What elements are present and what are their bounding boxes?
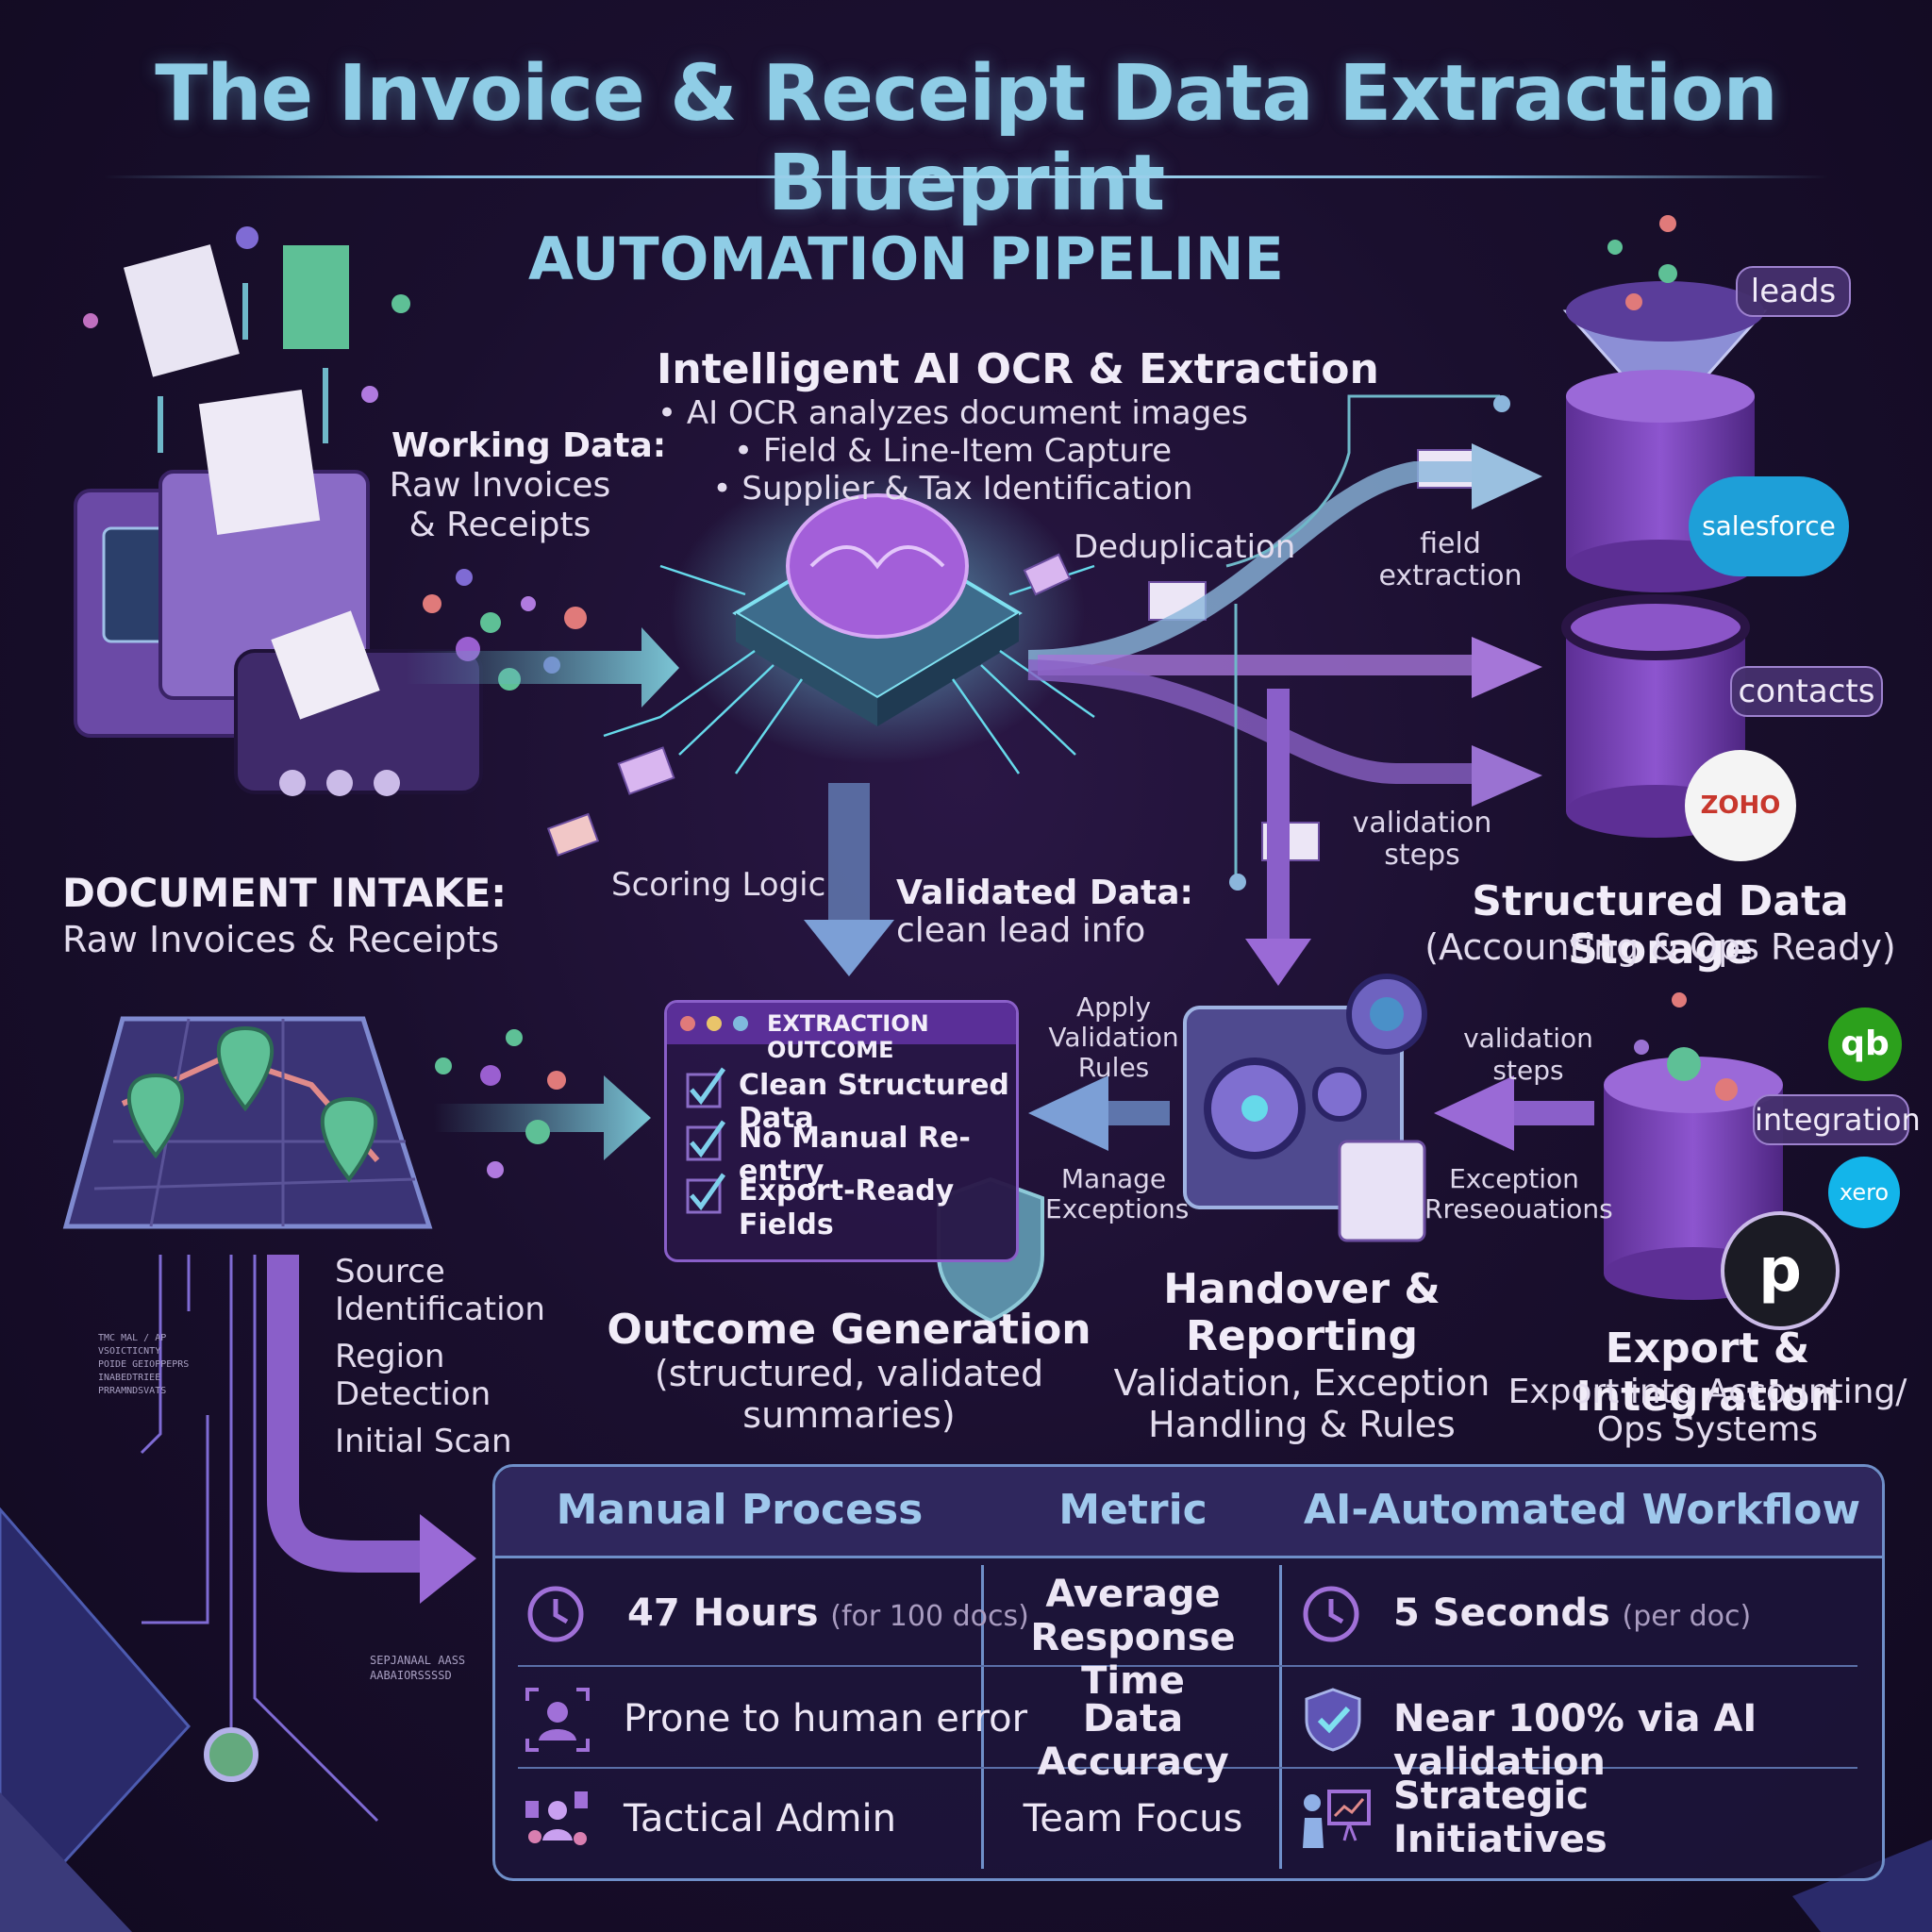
row3-manual: Tactical Admin	[624, 1797, 896, 1840]
manage-exceptions-label: Manage Exceptions	[1045, 1163, 1190, 1224]
outcome-item: Fields	[739, 1208, 834, 1241]
ocr-title: Intelligent AI OCR & Extraction	[657, 345, 1379, 393]
extraction-outcome-panel: EXTRACTION OUTCOME Clean Structured Data…	[664, 1000, 1019, 1262]
branch-arrows	[1027, 394, 1542, 986]
intake-steps: Source Identification Region Detection I…	[335, 1253, 545, 1460]
outcome-title: Outcome Generation	[607, 1306, 1091, 1354]
row1-metric: Average Response Time	[1030, 1573, 1236, 1703]
arrow-to-ocr	[406, 627, 679, 708]
export-validation-label: validation steps	[1463, 1023, 1593, 1086]
quickbooks-logo: qb	[1828, 1008, 1902, 1081]
row-divider	[518, 1665, 1857, 1667]
handover-arrows	[1028, 1075, 1594, 1151]
handover-gears-icon	[1183, 974, 1427, 1242]
arrow-map-to-outcome	[434, 1075, 651, 1160]
integration-tag: integration	[1753, 1094, 1921, 1145]
table-header: Manual Process Metric AI-Automated Workf…	[495, 1467, 1882, 1558]
validation-steps-label: validation steps	[1352, 807, 1492, 872]
outcome-item: Clean Structured Data	[739, 1069, 1009, 1135]
field-extraction-label: field extraction	[1378, 527, 1523, 592]
title-divider	[104, 175, 1828, 178]
zoho-logo: ZOHO	[1685, 750, 1796, 861]
column-divider	[1279, 1565, 1282, 1869]
storage-title: Structured Data Storage	[1472, 877, 1849, 974]
row1-ai: 5 Seconds (per doc)	[1393, 1591, 1752, 1635]
header-ai: AI-Automated Workflow	[1303, 1486, 1861, 1534]
handover-title: Handover & Reporting	[1163, 1265, 1441, 1360]
column-divider	[981, 1565, 984, 1869]
export-title: Export & Integration	[1575, 1324, 1840, 1421]
storage-sub: (Accounting & Ops Ready)	[1424, 926, 1896, 968]
scoring-logic-label: Scoring Logic	[611, 866, 826, 904]
arrow-to-outcome	[804, 783, 894, 976]
row3-metric: Team Focus	[1023, 1797, 1243, 1840]
outcome-item: No Manual Re-entry	[739, 1122, 971, 1188]
outcome-item: Export-Ready	[739, 1174, 955, 1208]
row2-manual: Prone to human error	[624, 1697, 1028, 1740]
shield-check-icon	[1305, 1688, 1361, 1752]
salesforce-logo: salesforce	[1689, 476, 1849, 576]
apply-rules-label: Apply Validation Rules	[1048, 991, 1179, 1083]
validated-data-title: Validated Data:	[896, 874, 1193, 912]
row2-metric: Data Accuracy	[1037, 1697, 1229, 1784]
circuit-lines	[0, 1255, 1932, 1932]
export-sub: Export into Accounting/ Ops Systems	[1507, 1373, 1907, 1449]
page-title: The Invoice & Receipt Data Extraction Bl…	[155, 49, 1778, 228]
comparison-table: Manual Process Metric AI-Automated Workf…	[492, 1464, 1885, 1881]
clock-icon	[1303, 1586, 1359, 1642]
row2-ai: Near 100% via AI validation	[1393, 1697, 1757, 1784]
outcome-sub: (structured, validated summaries)	[654, 1353, 1044, 1436]
pipedrive-logo: p	[1721, 1211, 1840, 1330]
ai-chip-brain-icon	[603, 462, 1095, 774]
scanner-machine-icon	[74, 244, 483, 796]
map-icon	[62, 1016, 433, 1229]
deduplication-label: Deduplication	[1074, 528, 1296, 566]
section-title: AUTOMATION PIPELINE	[528, 225, 1284, 293]
contacts-tag: contacts	[1730, 666, 1883, 717]
window-dots-icon	[680, 1016, 748, 1031]
validated-data-sub: clean lead info	[896, 911, 1146, 950]
working-data-title: Working Data:	[391, 426, 667, 465]
checkbox-icons	[686, 1067, 726, 1214]
document-intake-title: DOCUMENT INTAKE:	[62, 870, 508, 916]
document-intake-sub: Raw Invoices & Receipts	[62, 919, 500, 960]
extraction-outcome-header: EXTRACTION OUTCOME	[767, 1010, 929, 1063]
leads-tag: leads	[1736, 266, 1851, 317]
row1-manual: 47 Hours (for 100 docs)	[627, 1591, 1029, 1635]
strategy-presentation-icon	[1303, 1790, 1371, 1848]
working-data-text: Raw Invoices & Receipts	[389, 466, 611, 544]
handover-sub: Validation, Exception Handling & Rules	[1113, 1362, 1491, 1445]
clock-icon	[527, 1586, 584, 1642]
header-metric: Metric	[1058, 1486, 1208, 1534]
ocr-bullets: • AI OCR analyzes document images • Fiel…	[658, 394, 1248, 508]
xero-logo: xero	[1828, 1157, 1900, 1228]
header-manual: Manual Process	[556, 1486, 924, 1534]
row3-ai: Strategic Initiatives	[1393, 1774, 1607, 1861]
exception-label: Exception Rreseouations	[1424, 1163, 1613, 1224]
person-error-icon	[525, 1688, 590, 1752]
team-admin-icon	[525, 1791, 588, 1845]
row-divider	[518, 1767, 1857, 1769]
fine-print-left: TMC MAL / AP VSOICTICNTY POIDE GEIOPPEPR…	[98, 1333, 190, 1396]
fine-print-bottom: SEPJANAAL AASS AABAIORSSSSD	[370, 1654, 466, 1682]
